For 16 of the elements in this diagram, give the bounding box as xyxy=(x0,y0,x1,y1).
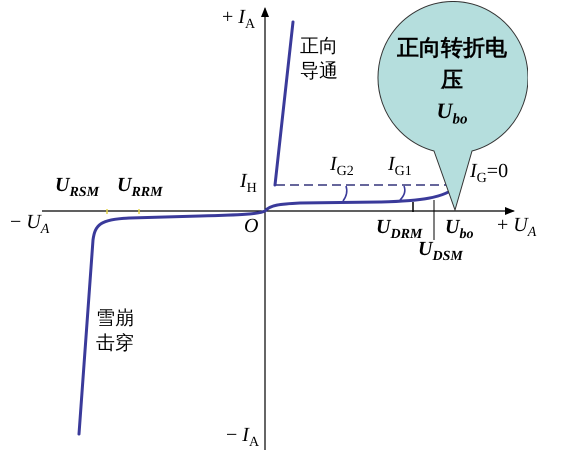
axis-label: + I$_{A}$ xyxy=(222,6,256,34)
curve-label: I$_{G1}$ xyxy=(388,153,412,181)
axis-label: − U$_{A}$ xyxy=(10,211,50,239)
region-label: 正向导通 xyxy=(300,34,339,84)
axis-label: − I$_{A}$ xyxy=(226,424,260,452)
axis-label: + U$_{A}$ xyxy=(497,214,536,242)
callout-text: 正向转折电压 xyxy=(396,35,508,95)
voltage-label: U$_{RRM}$ xyxy=(117,174,163,202)
current-label: I$_{H}$ xyxy=(240,170,257,198)
callout-symbol: U$_{bo}$ xyxy=(436,99,468,130)
origin-label: O xyxy=(244,215,258,237)
callout-bubble xyxy=(376,1,528,213)
region-label: 雪崩击穿 xyxy=(96,306,135,356)
voltage-label: U$_{RSM}$ xyxy=(55,174,100,202)
curve-label: I$_{G}$=0 xyxy=(470,160,508,188)
curve-label: I$_{G2}$ xyxy=(330,153,354,181)
